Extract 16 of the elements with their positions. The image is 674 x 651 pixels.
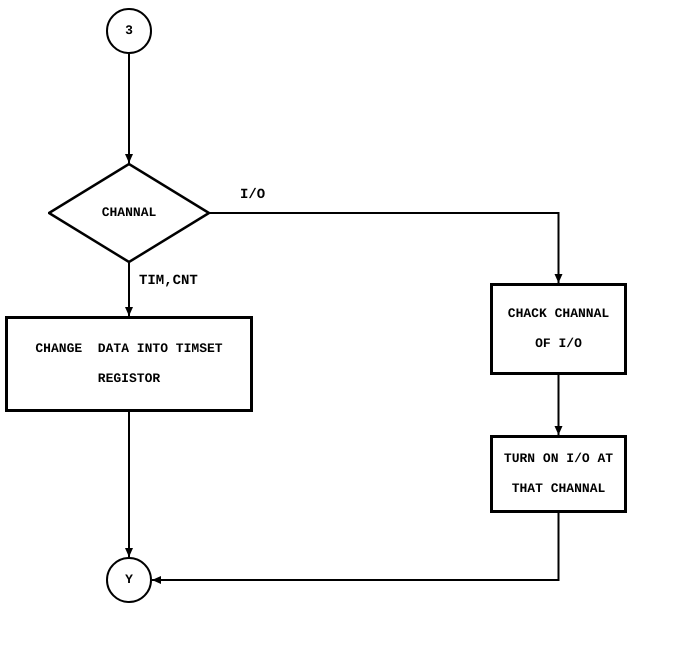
arrow	[210, 212, 562, 283]
node-text: Y	[125, 571, 133, 589]
arrow	[125, 263, 133, 316]
edge-label: TIM,CNT	[137, 274, 200, 288]
node-text: 3	[125, 22, 133, 40]
arrow	[125, 54, 133, 163]
arrow	[152, 513, 560, 584]
arrow	[125, 412, 133, 557]
node-text: CHANNAL	[102, 204, 156, 222]
process-box	[490, 283, 627, 375]
process-box	[490, 435, 627, 513]
process-box	[5, 316, 253, 412]
node-text: CHACK CHANNAL OF I/O	[506, 305, 610, 353]
node-text: CHANGE DATA INTO TIMSET REGISTOR	[34, 340, 224, 388]
node-text: TURN ON I/O AT THAT CHANNAL	[502, 450, 614, 498]
arrow	[554, 375, 562, 435]
